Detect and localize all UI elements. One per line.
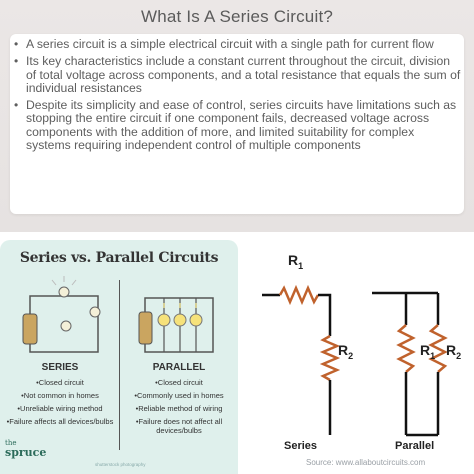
series-item: •Failure affects all devices/bulbs — [6, 417, 114, 426]
series-list: •Closed circuit •Not common in homes •Un… — [5, 378, 115, 430]
column-divider — [119, 280, 120, 450]
resistor-r1 — [278, 284, 320, 306]
content-card — [10, 34, 464, 214]
parallel-r1-label: R1 — [420, 342, 436, 361]
bullet-item: •Despite its simplicity and ease of cont… — [14, 98, 457, 153]
bulb-icon — [58, 286, 70, 298]
bulb-icon — [89, 306, 101, 318]
infographic-title: Series vs. Parallel Circuits — [19, 250, 219, 266]
parallel-circuit-drawing — [138, 297, 214, 353]
parallel-item: •Reliable method of wiring — [135, 404, 223, 413]
image-credit: shutterstock photography — [95, 462, 146, 467]
series-r1-label: R1 — [288, 252, 304, 271]
series-item: •Closed circuit — [36, 378, 84, 387]
parallel-resistor-circuit — [372, 291, 448, 437]
page-title: What Is A Series Circuit? — [140, 7, 334, 26]
bullet-text: A series circuit is a simple electrical … — [26, 37, 434, 51]
series-heading: SERIES — [41, 362, 79, 373]
battery-icon — [138, 311, 153, 345]
series-label: Series — [284, 440, 318, 452]
brand-prefix: the — [5, 439, 17, 447]
brand-name: spruce — [5, 446, 47, 459]
bulb-icon — [173, 313, 187, 327]
infographic-circuits-illustration — [22, 276, 214, 353]
parallel-r2-label: R2 — [446, 342, 462, 361]
parallel-item: •Commonly used in homes — [134, 391, 224, 400]
bulb-icon — [157, 313, 171, 327]
bullet-item: •A series circuit is a simple electrical… — [14, 37, 434, 51]
resistor-circuit-diagrams — [262, 284, 448, 437]
parallel-item: •Closed circuit — [155, 378, 203, 387]
series-vs-parallel-infographic: Series vs. Parallel Circuits — [0, 240, 238, 474]
series-r2-label: R2 — [338, 342, 354, 361]
series-circuit-drawing — [22, 276, 101, 353]
parallel-label: Parallel — [395, 440, 435, 452]
series-item: •Not common in homes — [21, 391, 99, 400]
source-credit: Source: www.allaboutcircuits.com — [306, 458, 426, 467]
parallel-list: •Closed circuit •Commonly used in homes … — [124, 378, 234, 439]
parallel-heading: PARALLEL — [152, 362, 206, 373]
bullet-text: Its key characteristics include a consta… — [26, 54, 461, 95]
resistor-r1 — [396, 324, 416, 373]
bulb-icon — [60, 320, 72, 332]
parallel-item: •Failure does not affect all devices/bul… — [135, 417, 223, 435]
bullet-list: •A series circuit is a simple electrical… — [14, 37, 462, 156]
resistor-r2 — [428, 324, 448, 373]
brand-logo: the spruce — [5, 438, 46, 458]
bullet-text: Despite its simplicity and ease of contr… — [26, 98, 457, 153]
bulb-icon — [189, 313, 203, 327]
resistor-r2 — [319, 334, 341, 382]
battery-icon — [22, 313, 38, 345]
bullet-item: •Its key characteristics include a const… — [14, 54, 461, 95]
series-resistor-circuit — [262, 284, 341, 435]
series-item: •Unreliable wiring method — [17, 404, 103, 413]
